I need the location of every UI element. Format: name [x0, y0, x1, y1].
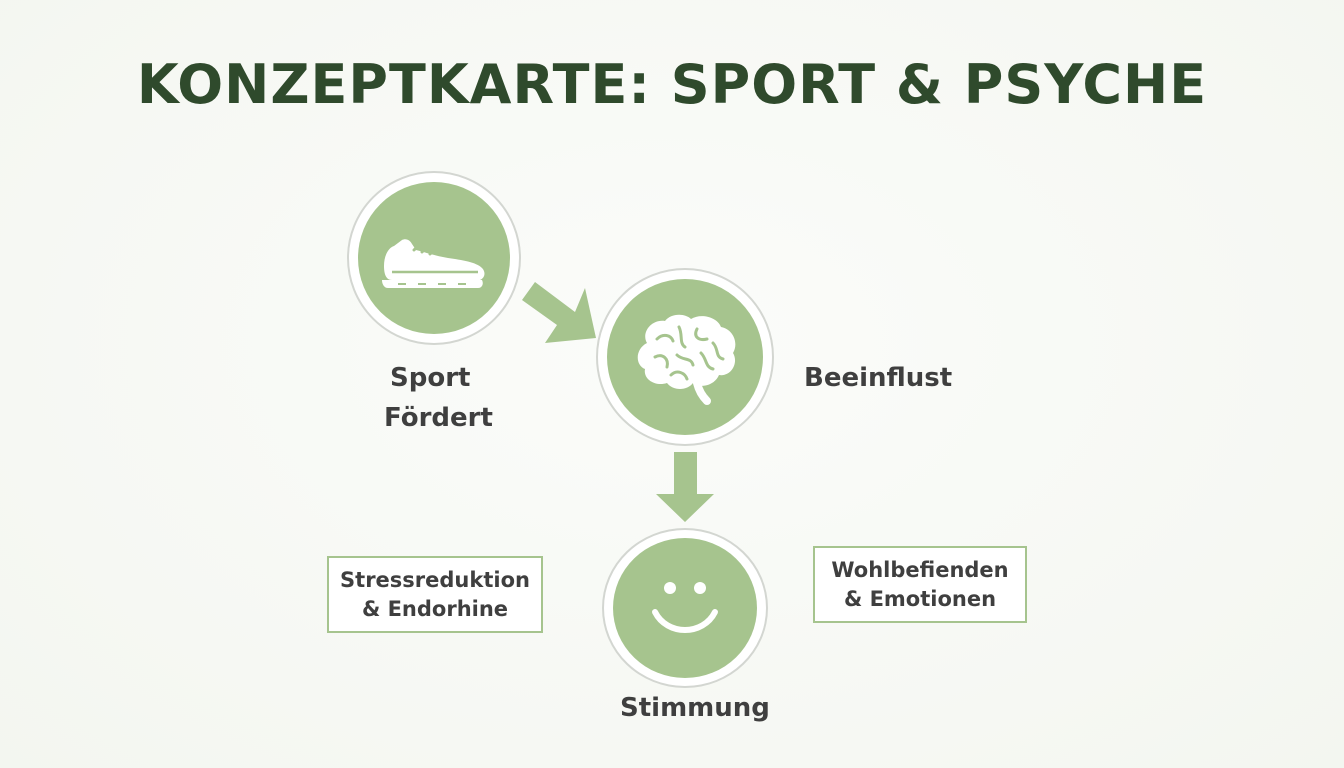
smiley-face-icon	[652, 582, 718, 633]
arrow-sport-to-brain	[522, 282, 596, 343]
wellbeing-box: Wohlbefienden & Emotionen	[813, 546, 1027, 623]
page-title: KONZEPTKARTE: SPORT & PSYCHE	[136, 53, 1208, 116]
stress-reduction-box: Stressreduktion & Endorhine	[327, 556, 543, 633]
wellbeing-line1: Wohlbefienden	[831, 557, 1009, 582]
brain-icon	[637, 314, 736, 405]
sport-label: Sport	[390, 363, 471, 393]
sport-node-fill	[358, 182, 510, 334]
brain-node	[596, 268, 774, 446]
sport-node	[347, 171, 521, 345]
beeinflust-label: Beeinflust	[804, 363, 953, 393]
stress-reduction-line2: & Endorhine	[361, 596, 509, 621]
wellbeing-line2: & Emotionen	[843, 586, 997, 611]
foerdert-label: Fördert	[384, 403, 493, 433]
stress-reduction-line1: Stressreduktion	[340, 567, 530, 592]
brain-node-fill	[607, 279, 763, 435]
stimmung-label: Stimmung	[620, 693, 770, 723]
running-shoe-icon	[382, 239, 485, 288]
mood-node-fill	[613, 538, 757, 678]
mood-node	[602, 528, 768, 688]
arrow-brain-to-mood	[656, 452, 714, 522]
